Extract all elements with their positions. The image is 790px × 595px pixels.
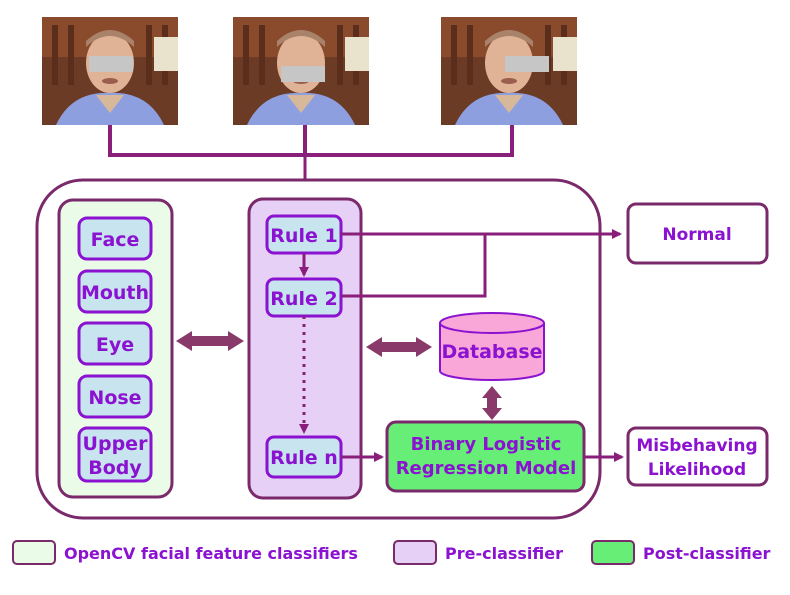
classifier-label: Mouth (81, 282, 149, 304)
database-cylinder: Database (439, 312, 545, 381)
classifier-label: Face (91, 229, 140, 251)
classifier-face: Face (77, 216, 153, 261)
eye-censor-bar (281, 66, 325, 82)
legend-label: Post-classifier (643, 544, 771, 563)
legend-swatch (12, 540, 56, 565)
face-photo-2 (233, 17, 369, 125)
misbehaving-label-line1: Misbehaving (636, 436, 757, 456)
misbehaving-output: Misbehaving Likelihood (626, 426, 769, 487)
face-photo-3 (441, 17, 577, 125)
classifier-label: Body (88, 457, 142, 479)
double-arrow-classifiers (176, 331, 244, 351)
legend-swatch (393, 540, 437, 565)
normal-output: Normal (626, 202, 769, 265)
legend: OpenCV facial feature classifiers Pre-cl… (12, 540, 771, 565)
classifier-eye: Eye (77, 321, 153, 366)
model-label-line1: Binary Logistic (411, 434, 562, 455)
normal-label: Normal (662, 225, 731, 245)
face-photo-1 (42, 17, 178, 125)
double-arrow-database (366, 337, 432, 357)
legend-swatch (591, 540, 635, 565)
classifier-label: Eye (96, 334, 134, 356)
classifier-upper-body: Upper Body (77, 426, 153, 483)
database-label: Database (441, 341, 542, 363)
model-label-line2: Regression Model (396, 458, 577, 479)
classifier-nose: Nose (77, 374, 153, 419)
rule-n-label: Rule n (270, 447, 338, 469)
rule-1: Rule 1 (265, 214, 343, 255)
classifier-mouth: Mouth (77, 269, 153, 314)
legend-item-opencv: OpenCV facial feature classifiers (12, 540, 358, 565)
legend-label: Pre-classifier (445, 544, 563, 563)
rule-2-label: Rule 2 (270, 288, 337, 310)
eye-censor-bar (505, 56, 549, 72)
eye-censor-bar (89, 56, 133, 72)
classifier-label: Upper (83, 433, 149, 455)
photo-connector (108, 125, 514, 157)
rule-1-label: Rule 1 (270, 225, 337, 247)
post-classifier-model: Binary Logistic Regression Model (385, 420, 586, 493)
double-arrow-model (482, 386, 502, 420)
rule-2: Rule 2 (265, 277, 343, 318)
normal-connector (341, 229, 622, 298)
legend-label: OpenCV facial feature classifiers (64, 544, 358, 563)
legend-item-pre-classifier: Pre-classifier (393, 540, 563, 565)
rule-n: Rule n (265, 435, 343, 479)
misbehaving-label-line2: Likelihood (648, 460, 746, 480)
classifier-label: Nose (88, 387, 141, 409)
legend-item-post-classifier: Post-classifier (591, 540, 771, 565)
